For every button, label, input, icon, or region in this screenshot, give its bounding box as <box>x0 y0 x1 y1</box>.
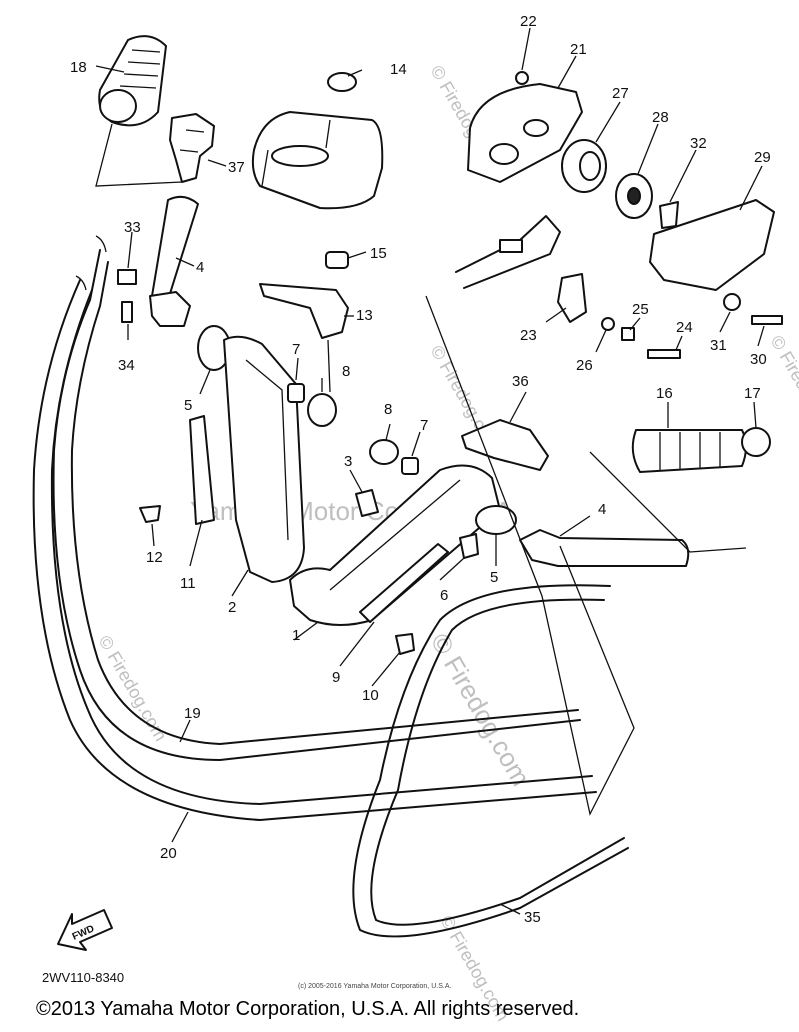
part-37-bracket <box>169 113 215 183</box>
copyright-footer: ©2013 Yamaha Motor Corporation, U.S.A. A… <box>36 998 580 1020</box>
part-4-right-handlebar <box>519 529 690 567</box>
part-25-nut <box>621 327 635 341</box>
callout-27: 27 <box>612 85 629 102</box>
part-14-switch-housing <box>251 111 384 210</box>
part-31-washer <box>723 293 741 311</box>
part-26-washer <box>601 317 615 331</box>
part-3-bolt <box>355 489 379 517</box>
part-18-left-grip <box>98 35 167 127</box>
part-11-plate <box>189 415 215 525</box>
callout-12: 12 <box>146 549 163 566</box>
watermark-firedog-right: © Firedog.com <box>767 332 799 444</box>
part-32-pin <box>659 201 679 229</box>
callout-26: 26 <box>576 357 593 374</box>
part-4-left-handlebar <box>149 195 199 327</box>
callout-34: 34 <box>118 357 135 374</box>
callout-19: 19 <box>184 705 201 722</box>
leader-throttle-frame <box>425 295 635 816</box>
part-21-throttle-housing <box>467 83 583 183</box>
part-27-throttle-pulley <box>561 139 607 193</box>
cable-group-left <box>32 235 597 821</box>
part-8-left-collar <box>307 393 337 427</box>
part-2-left-holder <box>223 335 305 583</box>
part-15-nut <box>325 251 349 269</box>
part-6-screw <box>459 533 479 559</box>
part-5-right-weight <box>475 505 517 535</box>
callout-7-left: 7 <box>292 341 300 358</box>
callout-36: 36 <box>512 373 529 390</box>
part-1-right-holder <box>289 464 501 626</box>
leader-group-right <box>589 451 747 553</box>
callout-1: 1 <box>292 627 300 644</box>
leader-13-8 <box>327 339 331 393</box>
part-28-collar <box>615 173 653 219</box>
callout-10: 10 <box>362 687 379 704</box>
callout-7-right: 7 <box>420 417 428 434</box>
callout-13: 13 <box>356 307 373 324</box>
callout-23: 23 <box>520 327 537 344</box>
part-8-right-collar <box>369 439 399 465</box>
callout-numbers: 1 2 3 4 4 5 5 6 7 7 8 8 9 10 11 12 13 14… <box>70 13 771 926</box>
part-36-bracket <box>461 419 549 471</box>
part-10-screw <box>395 633 415 655</box>
throttle-cable-upper <box>455 215 561 289</box>
callout-32: 32 <box>690 135 707 152</box>
leader-group-18-37 <box>95 123 183 187</box>
callout-17: 17 <box>744 385 761 402</box>
part-12-screw <box>139 505 161 523</box>
callout-6: 6 <box>440 587 448 604</box>
callout-3: 3 <box>344 453 352 470</box>
callout-18: 18 <box>70 59 87 76</box>
small-copyright: (c) 2005-2016 Yamaha Motor Corporation, … <box>298 983 451 990</box>
callout-25: 25 <box>632 301 649 318</box>
part-34-screw <box>121 301 133 323</box>
drawing-code: 2WV110-8340 <box>42 970 124 985</box>
part-16-right-grip <box>631 429 747 473</box>
part-24-screw <box>647 349 681 359</box>
callout-11: 11 <box>180 575 196 592</box>
callout-31: 31 <box>710 337 727 354</box>
callout-35: 35 <box>524 909 541 926</box>
callout-8-left: 8 <box>342 363 350 380</box>
part-9-plate <box>359 543 449 623</box>
part-7-right-nut <box>401 457 419 475</box>
callout-22: 22 <box>520 13 537 30</box>
part-33-clamp <box>117 269 137 285</box>
callout-30: 30 <box>750 351 767 368</box>
callout-33: 33 <box>124 219 141 236</box>
callout-14: 14 <box>390 61 407 78</box>
part-17-end-cap <box>741 427 771 457</box>
callout-4-right: 4 <box>598 501 606 518</box>
part-7-left-nut <box>287 383 305 403</box>
watermark-firedog-left: © Firedog.com <box>95 632 171 744</box>
callout-2: 2 <box>228 599 236 616</box>
part-13-bracket <box>259 283 349 339</box>
part-23-lever <box>557 273 587 323</box>
callout-15: 15 <box>370 245 387 262</box>
callout-37: 37 <box>228 159 245 176</box>
fwd-arrow: FWD <box>57 909 113 951</box>
part-30-screw <box>751 315 783 325</box>
callout-5-left: 5 <box>184 397 192 414</box>
callout-5-right: 5 <box>490 569 498 586</box>
callout-4-left: 4 <box>196 259 204 276</box>
part-14-cap <box>327 72 357 92</box>
callout-20: 20 <box>160 845 177 862</box>
watermark-firedog-main: © Firedog.com <box>425 628 536 791</box>
callout-9: 9 <box>332 669 340 686</box>
part-22-screw <box>515 71 529 85</box>
callout-leaders <box>95 27 765 915</box>
callout-28: 28 <box>652 109 669 126</box>
callout-16: 16 <box>656 385 673 402</box>
part-29-cover <box>649 199 775 291</box>
callout-8-right: 8 <box>384 401 392 418</box>
callout-29: 29 <box>754 149 771 166</box>
callout-21: 21 <box>570 41 587 58</box>
part-35-cable <box>352 584 629 938</box>
callout-24: 24 <box>676 319 693 336</box>
